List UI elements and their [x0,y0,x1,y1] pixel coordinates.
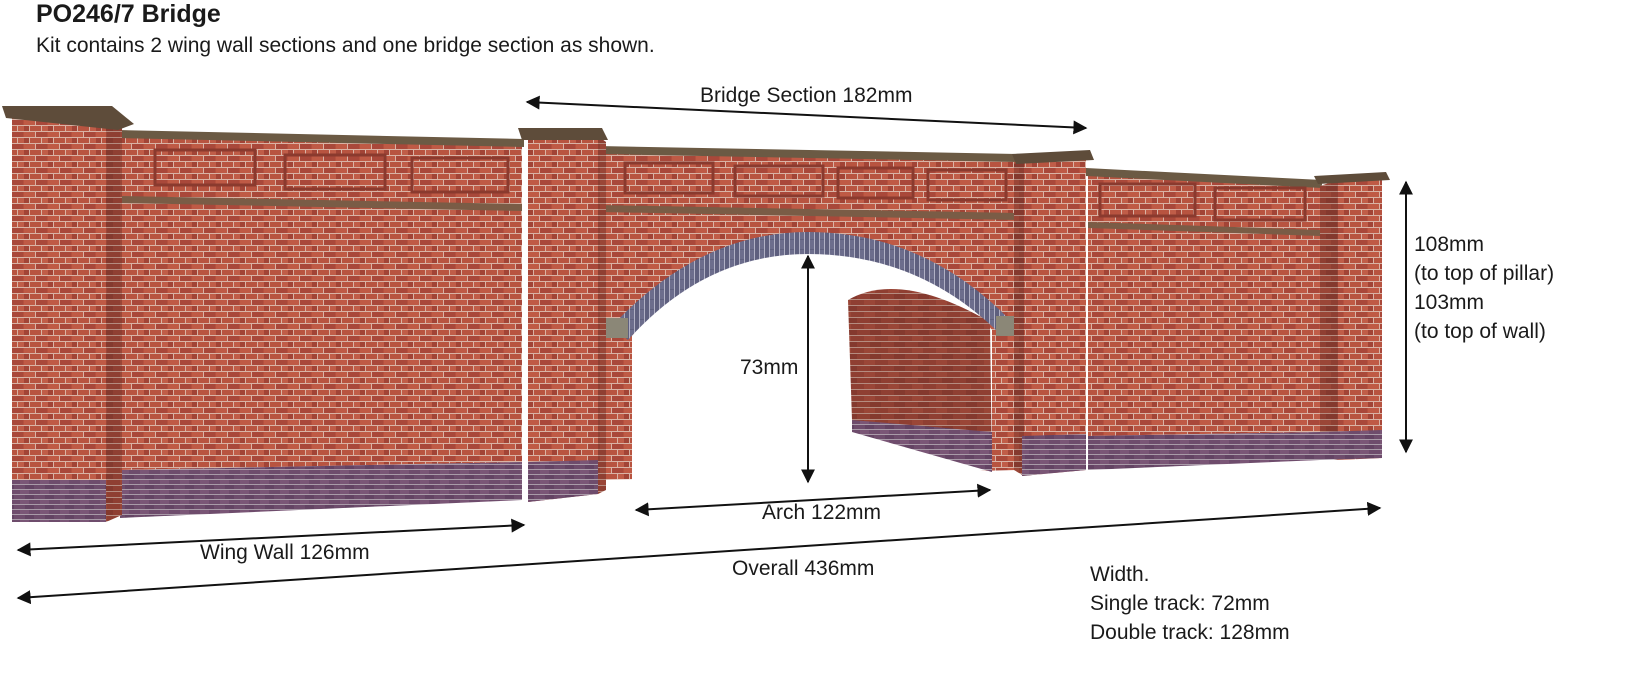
bridge-section-arrow [525,95,1088,135]
bridge-left-pillar [518,128,608,502]
bridge-section-label: Bridge Section 182mm [700,84,913,107]
overall-label: Overall 436mm [732,557,875,580]
bridge-right-pillar [1012,150,1094,476]
wall-note-label: (to top of wall) [1414,320,1546,343]
arch-width-label: Arch 122mm [762,501,882,524]
wall-height-label: 103mm [1414,291,1485,314]
right-end-pillar [1314,172,1390,460]
right-wing-wall [1086,168,1322,470]
arch-height-label: 73mm [740,356,799,380]
left-wing-wall [118,130,524,518]
single-track-width: Single track: 72mm [1090,592,1270,615]
width-heading: Width. [1090,563,1150,586]
overall-arrow [16,501,1382,605]
pillar-height-label: 108mm [1414,233,1485,256]
left-end-pillar [2,106,134,522]
wing-wall-label: Wing Wall 126mm [200,541,370,564]
pillar-note-label: (to top of pillar) [1414,262,1555,285]
page-subtitle: Kit contains 2 wing wall sections and on… [36,34,655,57]
page-title: PO246/7 Bridge [36,0,221,28]
double-track-width: Double track: 128mm [1090,621,1290,644]
